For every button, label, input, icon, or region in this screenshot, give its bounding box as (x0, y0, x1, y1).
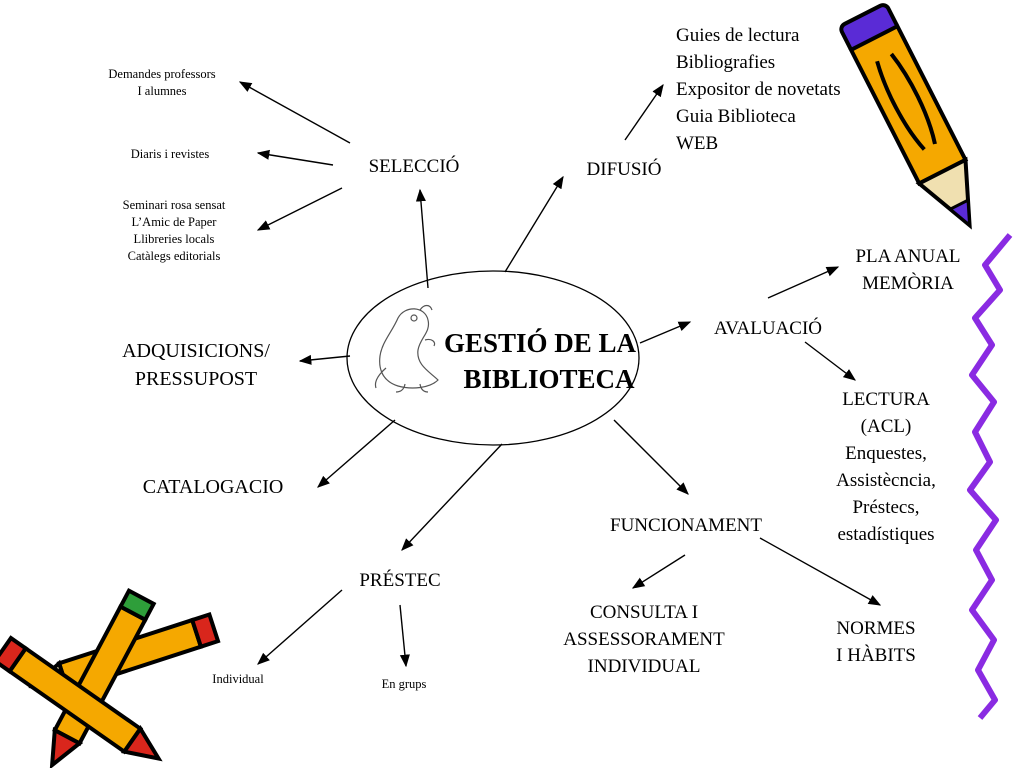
arrow-seleccio-diaris (256, 149, 334, 166)
branch-difusio: DIFUSIÓ (586, 159, 662, 180)
prestec-child-grups: En grups (381, 677, 427, 691)
seleccio-child-diaris: Diaris i revistes (130, 147, 210, 161)
arrow-to-adquisicions (298, 354, 351, 365)
arrow-difusio-guies (624, 83, 664, 141)
arrow-prestec-individual (257, 589, 343, 665)
arrow-seleccio-demandes (238, 81, 351, 144)
arrow-to-prestec (401, 443, 503, 551)
prestec-child-individual: Individual (212, 672, 264, 686)
arrow-to-seleccio (415, 188, 429, 289)
arrow-to-catalogacio (317, 419, 396, 488)
branch-prestec: PRÉSTEC (359, 570, 441, 591)
center-title-line1: GESTIÓ DE LA (443, 328, 637, 358)
arrow-seleccio-seminari (256, 187, 343, 231)
dinosaur-icon (374, 304, 439, 393)
arrow-to-funcionament (613, 419, 689, 495)
arrow-funcionament-consulta (631, 554, 686, 589)
pencil-icon (839, 3, 972, 230)
branch-seleccio: SELECCIÓ (368, 156, 460, 177)
funcionament-child-consulta: CONSULTA I ASSESSORAMENT INDIVIDUAL (563, 602, 725, 677)
arrow-avaluacio-pla (767, 266, 840, 299)
arrow-avaluacio-lectura (804, 341, 857, 381)
seleccio-child-demandes: Demandes professors I alumnes (108, 67, 216, 98)
arrow-funcionament-normes (759, 537, 882, 606)
arrow-prestec-grups (399, 604, 410, 668)
avaluacio-child-pla: PLA ANUAL MEMÒRIA (855, 246, 961, 294)
branch-catalogacio: CATALOGACIO (142, 476, 284, 498)
center-node (346, 270, 640, 446)
connector-arrows (238, 81, 882, 668)
funcionament-child-normes: NORMES I HÀBITS (836, 618, 916, 666)
branch-avaluacio: AVALUACIÓ (713, 318, 823, 339)
arrow-to-difusio (504, 175, 564, 273)
branch-adquisicions: ADQUISICIONS/ PRESSUPOST (122, 340, 270, 390)
avaluacio-child-lectura: LECTURA (ACL) Enquestes, Assistècncia, P… (836, 389, 936, 545)
difusio-child-list: Guies de lectura Bibliografies Expositor… (676, 25, 841, 154)
zigzag-border-icon (967, 233, 1013, 720)
arrow-to-avaluacio (639, 321, 692, 344)
crossed-pencils-icon (0, 588, 221, 768)
seleccio-child-seminari: Seminari rosa sensat L’Amic de Paper Lli… (122, 198, 226, 263)
branch-funcionament: FUNCIONAMENT (610, 515, 762, 536)
center-title-line2: BIBLIOTECA (463, 364, 635, 394)
